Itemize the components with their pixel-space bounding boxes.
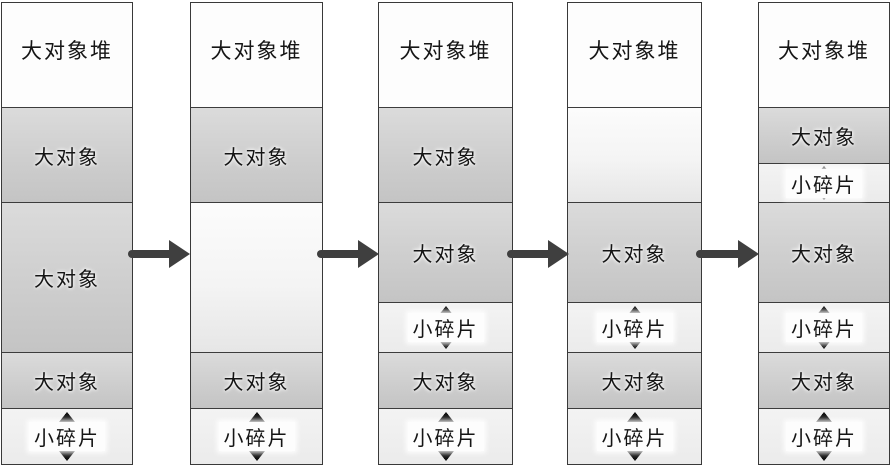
large-object-block: 大对象 <box>2 203 132 353</box>
block-label: 大对象 <box>223 146 290 169</box>
large-object-block: 大对象 <box>759 108 889 164</box>
block-label: 小碎片 <box>596 313 673 342</box>
block-label: 小碎片 <box>786 422 862 451</box>
block-label: 小碎片 <box>218 422 295 451</box>
small-fragment-block: 小碎片 <box>2 409 132 464</box>
small-fragment-block: 小碎片 <box>379 303 512 353</box>
flow-arrow-head <box>169 240 190 268</box>
free-space-block <box>191 203 322 353</box>
large-object-block: 大对象 <box>191 108 322 203</box>
small-fragment-block: 小碎片 <box>379 409 512 464</box>
large-object-block: 大对象 <box>759 203 889 303</box>
arrow-up-icon <box>59 412 75 422</box>
block-label: 大对象 <box>34 146 100 169</box>
heap-column-3: 大对象堆 大对象 大对象 小碎片 大对象 小碎片 <box>378 2 513 465</box>
arrow-up-icon <box>626 412 643 422</box>
flow-arrow-icon <box>696 240 759 268</box>
block-label: 小碎片 <box>407 313 484 342</box>
heap-header: 大对象堆 <box>2 3 132 108</box>
large-object-block: 大对象 <box>379 108 512 203</box>
block-label: 大对象 <box>791 244 857 266</box>
block-label: 大对象 <box>601 244 668 266</box>
block-label: 大对象 <box>412 244 479 266</box>
flow-arrow-head <box>358 240 379 268</box>
arrow-down-icon <box>816 451 832 461</box>
heap-column-5: 大对象堆 大对象 小碎片 大对象 小碎片 大对象 小碎片 <box>758 2 890 465</box>
arrow-up-icon <box>248 412 265 422</box>
large-object-block: 大对象 <box>568 353 701 409</box>
arrow-down-icon <box>59 451 75 461</box>
block-label: 小碎片 <box>786 313 862 342</box>
arrow-up-icon <box>816 412 832 422</box>
block-label: 小碎片 <box>596 422 673 451</box>
heap-header: 大对象堆 <box>191 3 322 108</box>
flow-arrow-shaft <box>317 250 364 258</box>
heap-column-4: 大对象堆 大对象 小碎片 大对象 小碎片 <box>567 2 702 465</box>
heap-title: 大对象堆 <box>588 39 681 63</box>
heap-header: 大对象堆 <box>759 3 889 108</box>
flow-arrow-head <box>738 240 759 268</box>
flow-arrow-icon <box>317 240 379 268</box>
small-fragment-block: 小碎片 <box>759 164 889 203</box>
small-fragment-block: 小碎片 <box>568 409 701 464</box>
heap-column-2: 大对象堆 大对象 大对象 小碎片 <box>190 2 323 465</box>
arrow-up-icon <box>437 306 454 316</box>
arrow-down-icon <box>437 339 454 349</box>
large-object-block: 大对象 <box>568 203 701 303</box>
arrow-down-icon <box>816 339 832 349</box>
flow-arrow-icon <box>507 240 569 268</box>
flow-arrow-shaft <box>128 250 175 258</box>
heap-title: 大对象堆 <box>399 39 492 63</box>
small-fragment-block: 小碎片 <box>759 303 889 353</box>
flow-arrow-shaft <box>507 250 554 258</box>
block-label: 大对象 <box>34 372 100 394</box>
heap-title: 大对象堆 <box>210 39 303 63</box>
arrow-down-icon <box>248 451 265 461</box>
large-object-block: 大对象 <box>379 353 512 409</box>
arrow-up-icon <box>816 306 832 316</box>
flow-arrow-shaft <box>696 250 744 258</box>
heap-header: 大对象堆 <box>379 3 512 108</box>
block-label: 小碎片 <box>29 422 105 451</box>
small-fragment-block: 小碎片 <box>568 303 701 353</box>
heap-title: 大对象堆 <box>21 39 113 63</box>
small-fragment-block: 小碎片 <box>191 409 322 464</box>
block-label: 大对象 <box>601 372 668 394</box>
arrow-down-icon <box>626 339 643 349</box>
heap-title: 大对象堆 <box>778 39 870 63</box>
heap-header: 大对象堆 <box>568 3 701 108</box>
block-label: 大对象 <box>223 372 290 394</box>
free-space-block <box>568 108 701 203</box>
block-label: 大对象 <box>34 269 100 291</box>
block-label: 大对象 <box>412 372 479 394</box>
large-object-block: 大对象 <box>2 108 132 203</box>
small-fragment-block: 小碎片 <box>759 409 889 464</box>
arrow-up-icon <box>626 306 643 316</box>
arrow-down-icon <box>626 451 643 461</box>
large-object-block: 大对象 <box>379 203 512 303</box>
arrow-down-icon <box>437 451 454 461</box>
arrow-up-icon <box>437 412 454 422</box>
heap-column-1: 大对象堆 大对象 大对象 大对象 小碎片 <box>1 2 133 465</box>
block-label: 大对象 <box>791 372 857 394</box>
block-label: 小碎片 <box>786 168 862 198</box>
block-label: 大对象 <box>791 127 857 149</box>
large-object-block: 大对象 <box>191 353 322 409</box>
large-object-block: 大对象 <box>759 353 889 409</box>
large-object-block: 大对象 <box>2 353 132 409</box>
block-label: 大对象 <box>412 146 479 169</box>
block-label: 小碎片 <box>407 422 484 451</box>
flow-arrow-head <box>548 240 569 268</box>
flow-arrow-icon <box>128 240 190 268</box>
